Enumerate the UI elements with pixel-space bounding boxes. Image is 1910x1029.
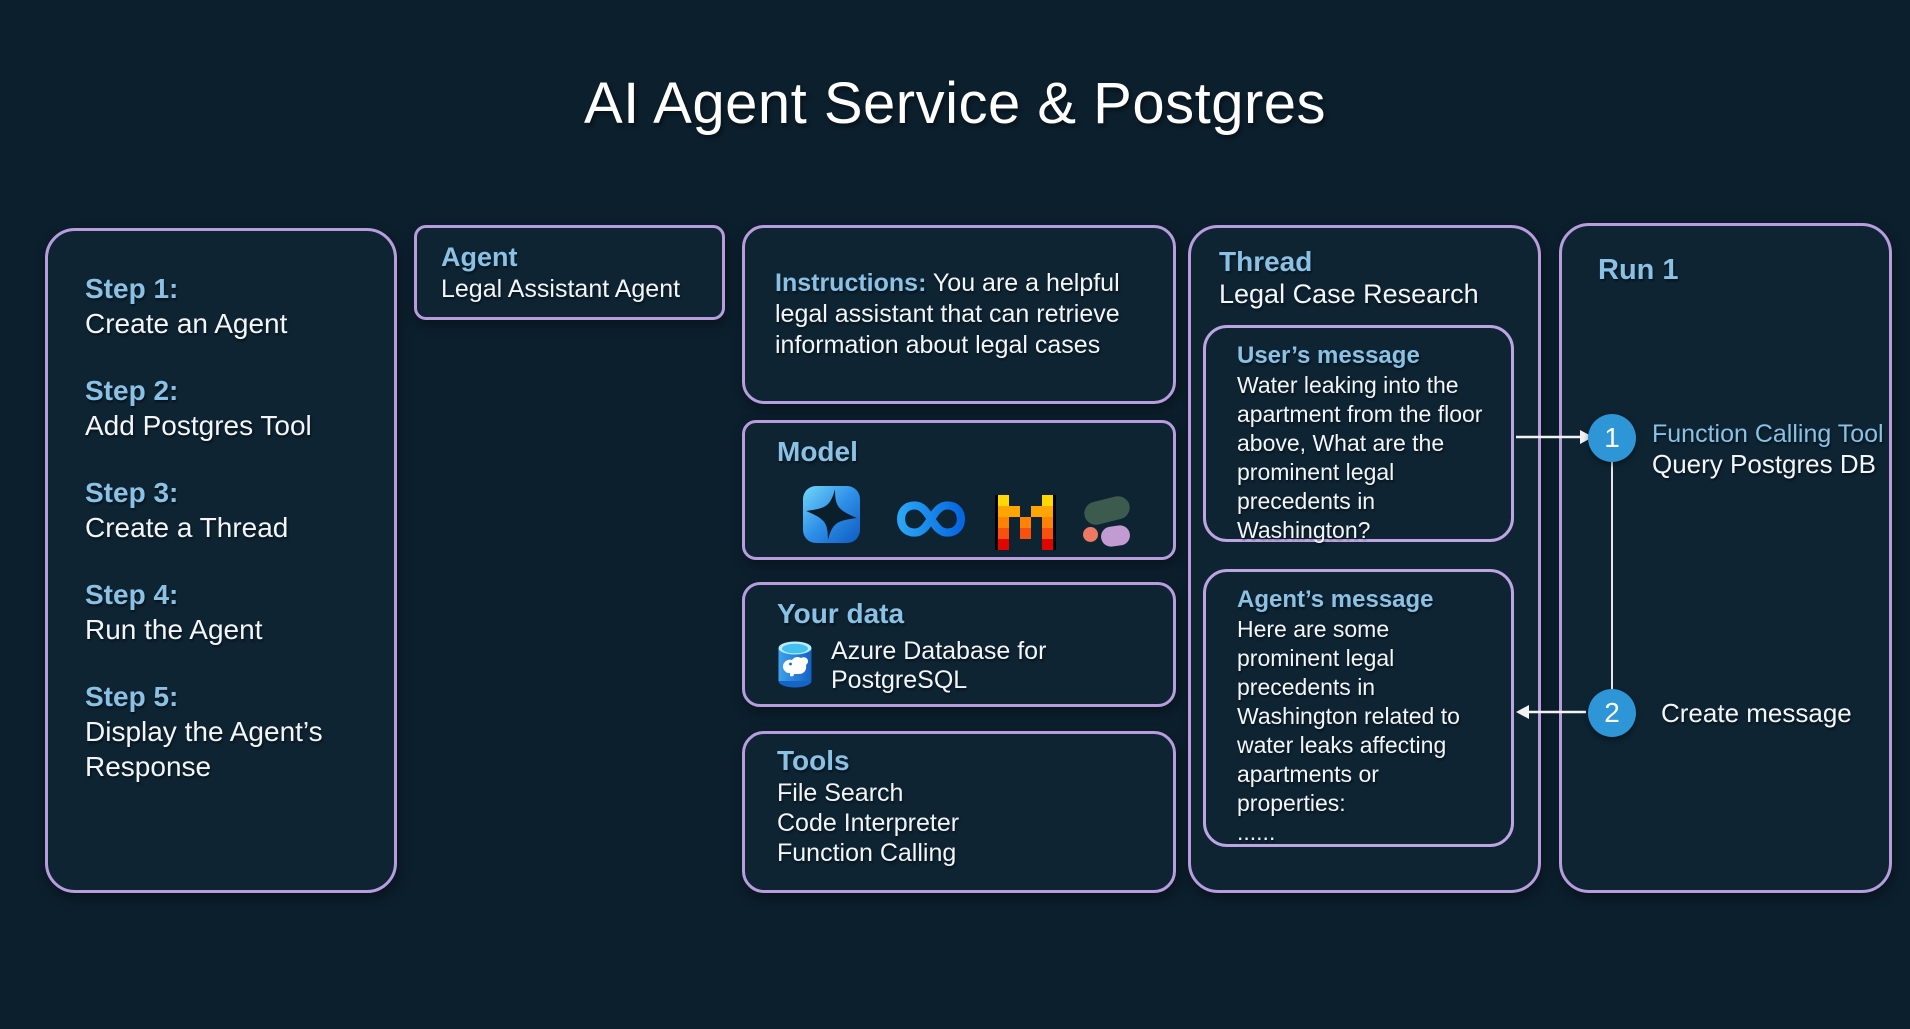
step-label: Step 5: [85,681,179,712]
user-message-text: Water leaking into the apartment from th… [1237,372,1483,543]
cohere-green-blob [1081,493,1133,528]
run-step-2-label: Create message [1661,698,1852,728]
your-data-label: Azure Database for PostgreSQL [831,637,1047,694]
mistral-icon [995,495,1056,550]
agent-message-title: Agent’s message [1237,586,1434,613]
agent-box: Agent Legal Assistant Agent [414,225,725,320]
instructions-text: Instructions: You are a helpful legal as… [775,269,1120,359]
meta-icon [897,497,965,541]
step-label: Step 1: [85,273,179,304]
cohere-purple-blob [1099,524,1132,548]
tool-item: Code Interpreter [777,809,960,837]
run-step-1-label: Function Calling Tool [1652,420,1884,448]
azure-postgresql-icon [775,639,815,694]
step-desc: Create an Agent [85,308,288,339]
user-message-title: User’s message [1237,342,1420,369]
your-data-item: Azure Database for PostgreSQL [775,637,1173,695]
thread-title: Thread [1219,246,1313,277]
step-desc: Add Postgres Tool [85,410,312,441]
step-label: Step 4: [85,579,179,610]
run-step-1-badge: 1 [1588,414,1636,462]
agent-name: Legal Assistant Agent [441,275,681,303]
page-title: AI Agent Service & Postgres [583,71,1327,136]
user-message-box: User’s message Water leaking into the ap… [1203,325,1514,543]
run-step-1-labels: Function Calling Tool Query Postgres DB [1652,419,1884,480]
step-desc: Run the Agent [85,614,263,645]
tools-box: Tools File Search Code Interpreter Funct… [742,731,1176,893]
steps-panel: Step 1: Create an Agent Step 2: Add Post… [45,228,397,893]
instructions-label: Instructions: [775,269,927,297]
your-data-box: Your data [742,582,1176,707]
step-item-4: Step 4: Run the Agent [85,577,366,647]
thread-subtitle: Legal Case Research [1219,279,1479,309]
run-panel: Run 1 [1559,223,1892,893]
agent-message-text: Here are some prominent legal precedents… [1237,616,1460,816]
agent-message-box: Agent’s message Here are some prominent … [1203,569,1514,847]
step-label: Step 3: [85,477,179,508]
tool-item: Function Calling [777,839,957,867]
step-desc: Create a Thread [85,512,289,543]
cohere-icon [1080,493,1133,548]
model-box-title: Model [777,436,858,467]
step-item-2: Step 2: Add Postgres Tool [85,373,366,443]
tool-item: File Search [777,779,904,807]
step-label: Step 2: [85,375,179,406]
tools-title: Tools [777,745,850,776]
step-desc: Display the Agent’s Response [85,716,323,782]
instructions-box: Instructions: You are a helpful legal as… [742,225,1176,404]
model-box: Model [742,420,1176,560]
cohere-coral-dot [1083,527,1098,542]
agent-message-ellipsis: ...... [1237,819,1276,845]
run-title: Run 1 [1598,254,1679,286]
run-step-1-sublabel: Query Postgres DB [1652,449,1876,479]
step-item-1: Step 1: Create an Agent [85,271,366,341]
run-step-2-badge: 2 [1588,689,1636,737]
your-data-title: Your data [777,598,905,629]
agent-box-title: Agent [441,242,518,272]
step-item-5: Step 5: Display the Agent’s Response [85,679,366,784]
step-item-3: Step 3: Create a Thread [85,475,366,545]
azure-ai-icon [803,486,860,543]
